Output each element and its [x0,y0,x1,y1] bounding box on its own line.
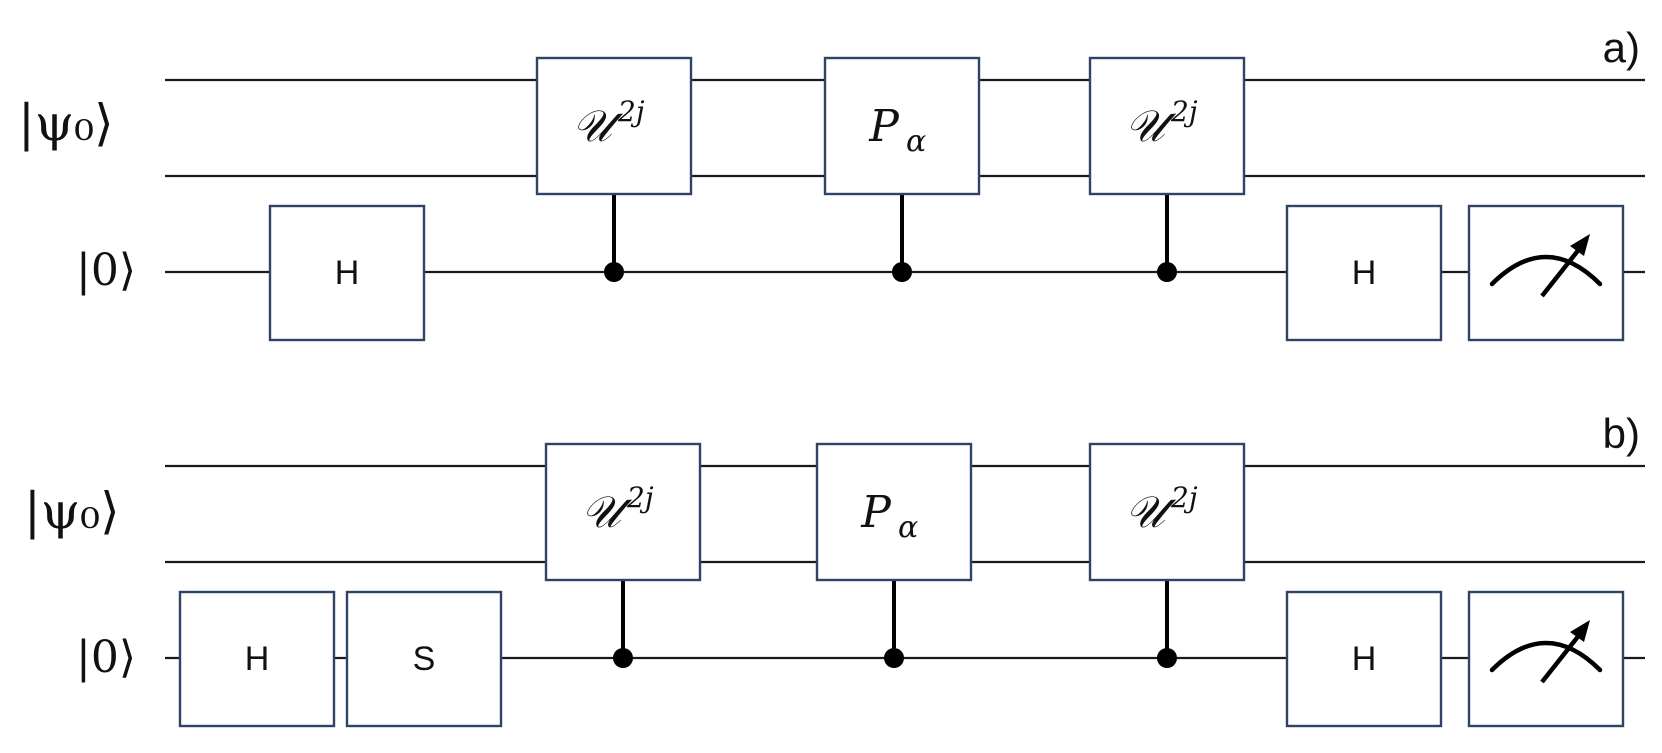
gate-box [345,590,503,728]
control-dot [613,648,633,668]
gate-symbol: P [860,487,892,538]
meter-icon [1489,234,1603,298]
measurement-gate [1467,590,1625,728]
gate-label: H [1352,254,1377,292]
gate-superscript: 2j [617,95,645,128]
gate-box [1467,590,1625,728]
gate-h: H [1285,590,1443,728]
gate-symbol: P [868,101,900,152]
ancilla-state-label: |0⟩ [76,632,136,683]
gate-box [544,442,702,582]
gate-box [823,56,981,196]
gate-superscript: 2j [626,481,654,514]
gate-h: H [1285,204,1443,342]
gate-box [1088,442,1246,582]
gate-box [268,204,426,342]
gate-label: H [245,640,270,678]
gate-h: H [268,204,426,342]
gate-subscript: α [906,124,926,159]
gate-box [535,56,693,196]
gate-box [178,590,336,728]
register-state-label: |ψ₀⟩ [24,482,120,540]
gate-h: H [178,590,336,728]
panel-label: b) [1603,410,1640,457]
gate-box [1088,56,1246,196]
ancilla-state-label: |0⟩ [76,245,136,296]
gate-label: H [1352,640,1377,678]
measurement-gate [1467,204,1625,342]
register-state-label: |ψ₀⟩ [18,94,114,152]
gate-label: H [335,254,360,292]
gate-box [815,442,973,582]
gate-subscript: α [898,510,918,545]
gate-box [1285,204,1443,342]
gate-box [1467,204,1625,342]
gate-s: S [345,590,503,728]
gate-label: S [413,640,436,678]
control-dot [892,262,912,282]
panel-label: a) [1603,24,1640,71]
meter-icon [1489,620,1603,684]
gate-superscript: 2j [1170,481,1198,514]
control-dot [1157,648,1177,668]
control-dot [884,648,904,668]
gate-box [1285,590,1443,728]
control-dot [604,262,624,282]
control-dot [1157,262,1177,282]
gate-superscript: 2j [1170,95,1198,128]
